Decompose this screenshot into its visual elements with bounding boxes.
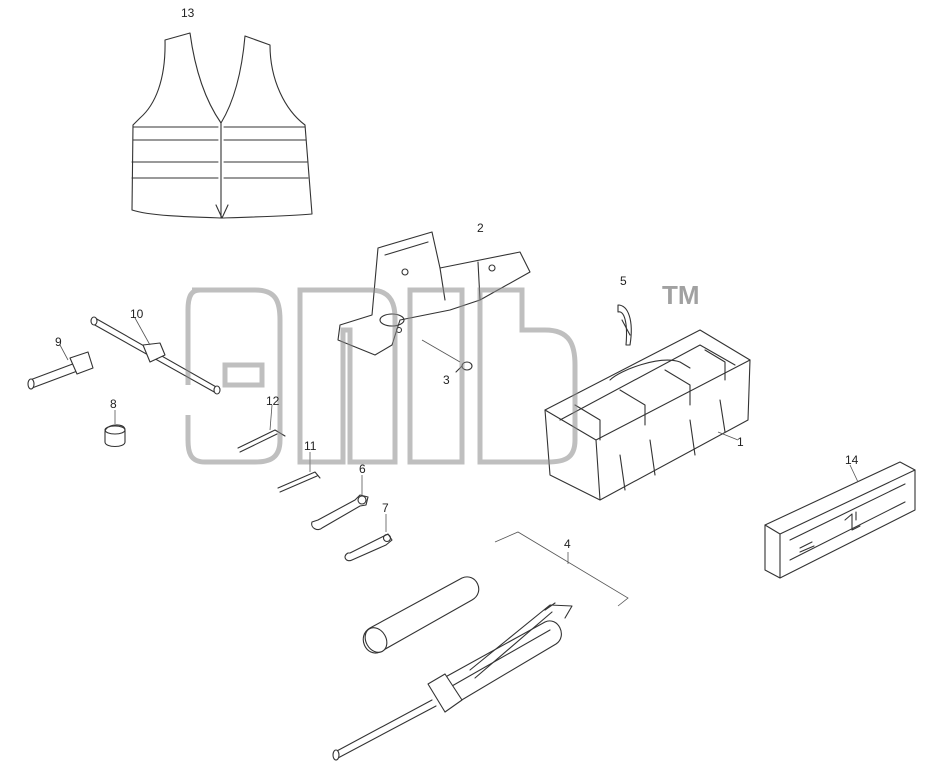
part-mounting-bracket — [337, 231, 531, 356]
trademark-symbol: TM — [662, 280, 700, 310]
part-tool-box — [544, 329, 751, 501]
callout-3: 3 — [443, 373, 450, 387]
part-safety-vest — [131, 32, 313, 219]
callout-5: 5 — [620, 274, 627, 288]
callout-labels: 13 2 5 10 9 3 12 8 1 11 14 6 7 4 — [55, 6, 859, 551]
part-rod-handle — [90, 316, 221, 395]
part-wrench-large — [311, 475, 369, 531]
part-cotter-pin — [617, 304, 632, 346]
callout-13: 13 — [181, 6, 195, 20]
callout-1: 1 — [737, 435, 744, 449]
callout-10: 10 — [130, 307, 144, 321]
watermark-logo: TM — [185, 280, 700, 465]
callout-11: 11 — [304, 439, 317, 453]
callout-8: 8 — [110, 397, 117, 411]
part-first-aid-kit — [764, 461, 916, 579]
part-wrench-small — [344, 514, 393, 562]
callout-6: 6 — [359, 462, 366, 476]
callout-2: 2 — [477, 221, 484, 235]
callout-7: 7 — [382, 501, 389, 515]
callout-4: 4 — [564, 537, 571, 551]
callout-12: 12 — [266, 394, 280, 408]
part-socket — [104, 410, 126, 448]
part-socket-extension — [27, 344, 94, 390]
callout-14: 14 — [845, 453, 859, 467]
callout-9: 9 — [55, 335, 62, 349]
part-grease-gun-set — [332, 531, 629, 761]
